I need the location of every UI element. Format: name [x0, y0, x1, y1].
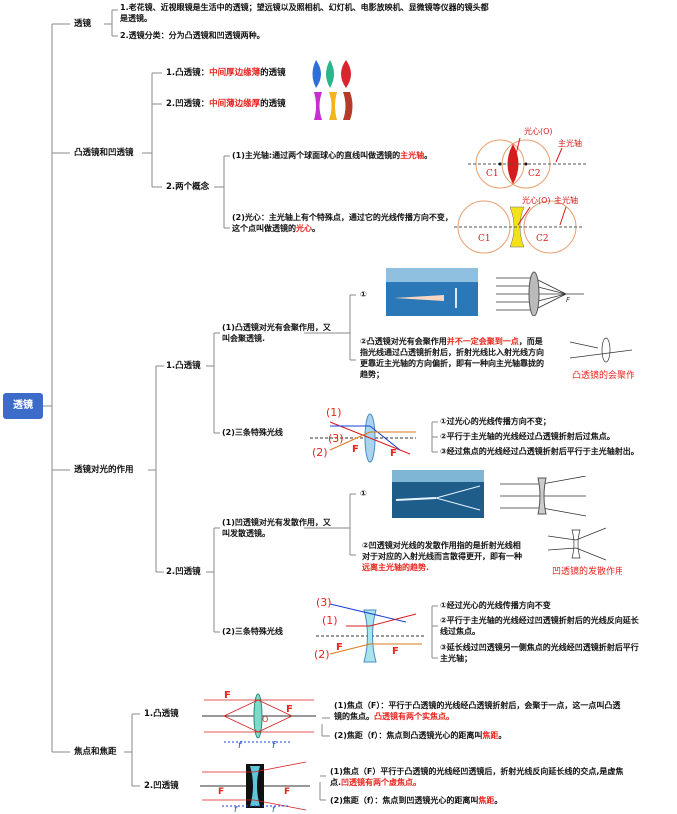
- node-two-concepts[interactable]: 2.两个概念: [166, 182, 210, 192]
- jd-fl-right: f: [272, 741, 277, 748]
- convex-photo-figure: [386, 268, 478, 316]
- jd-ao-f-left: F: [218, 787, 224, 797]
- fig2-optical-center-label: 光心(O): [522, 195, 551, 205]
- node-dgzy-tu[interactable]: 1.凸透镜: [166, 361, 201, 371]
- convex-concept-figure: C1 C2 光心(O) 主光轴: [468, 126, 586, 189]
- concave-diverge-sketch: 凹透镜的发散作用: [547, 527, 622, 577]
- leaf-tj-1: 1.老花镜、近视眼镜是生活中的透镜；望远镜以及照相机、幻灯机、电影放映机、显微镜…: [120, 3, 489, 23]
- focus-left-label: F: [352, 444, 359, 455]
- convex-three-rays-figure: (1) (3) (2) F F: [310, 406, 416, 463]
- fig-c2-label: C2: [528, 169, 541, 179]
- node-tu-three-rays[interactable]: (2)三条特殊光线: [222, 428, 283, 437]
- root-node[interactable]: 透镜: [3, 393, 43, 419]
- convex-converge-sketch: 凸透镜的会聚作用: [569, 337, 634, 381]
- concave-photo-figure: [392, 470, 484, 518]
- leaf-ao-diverge-1: ①: [360, 489, 367, 498]
- fig-f-label: F: [566, 296, 571, 304]
- node-tdtj-ao: 2.凹透镜：中间薄边缘厚的透镜: [166, 99, 286, 109]
- fig2-c1-label: C1: [478, 234, 491, 244]
- jd-f-right: F: [286, 704, 293, 715]
- jd-fl-left: f: [238, 741, 243, 748]
- concave-focus-figure: F F f f: [200, 761, 310, 814]
- convex-lens-shapes-icon: [312, 60, 351, 88]
- node-dgzy-ao[interactable]: 2.凹透镜: [166, 567, 201, 577]
- leaf-ao-ray-3: ③延长线过凹透镜另一侧焦点的光线经凹透镜折射后平行主光轴；: [440, 643, 639, 663]
- concave-diverge-caption: 凹透镜的发散作用: [552, 565, 622, 577]
- fig2-main-axis-label: 主光轴: [554, 195, 578, 205]
- ao-ray-label-3: (3): [316, 596, 332, 609]
- jd-o-label: O: [262, 715, 268, 724]
- node-jdjj-tu[interactable]: 1.凸透镜: [144, 709, 179, 719]
- concave-diverge-rays-figure: [500, 476, 587, 517]
- ray-label-3: (3): [328, 432, 344, 445]
- convex-converge-caption: 凸透镜的会聚作用: [572, 369, 634, 381]
- leaf-jd-ao-1: (1)焦点（F）平行于凸透镜的光线经凹透镜后，折射光线反向延长线的交点,是虚焦点…: [330, 767, 624, 787]
- leaf-ao-diverge-2: ②凹透镜对光线的发散作用指的是折射光线相对于对应的入射光线而言散得更开，即有一种…: [362, 541, 522, 572]
- leaf-jd-tu-1: (1)焦点（F）：平行于凸透镜的光线经凸透镜折射后，会聚于一点，这一点叫凸透镜的…: [334, 701, 621, 721]
- leaf-tu-ray-2: ②平行于主光轴的光线经过凸透镜折射后过焦点。: [440, 432, 615, 441]
- concave-lens-shapes-icon: [314, 92, 353, 120]
- leaf-tj-2: 2.透镜分类：分为凸透镜和凹透镜两种。: [120, 31, 265, 40]
- node-tdtj[interactable]: 凸透镜和凹透镜: [74, 148, 134, 158]
- convex-converge-rays-figure: F: [496, 271, 584, 316]
- fig2-c2-label: C2: [536, 234, 549, 244]
- leaf-ao-ray-2: ②平行于主光轴的光线经过凹透镜折射后的光线反向延长线过焦点。: [440, 616, 639, 636]
- ray-label-2: (2): [312, 446, 328, 459]
- ao-ray-label-2: (2): [314, 648, 330, 661]
- node-dgzy[interactable]: 透镜对光的作用: [74, 465, 134, 475]
- fig-main-axis-label: 主光轴: [558, 138, 582, 148]
- jd-ao-f-right: F: [284, 787, 290, 797]
- node-ao-diverge[interactable]: (1)凹透镜对光有发散作用，又叫发散透镜。: [222, 518, 331, 538]
- convex-focus-figure: F F O f f: [202, 690, 316, 748]
- node-jdjj[interactable]: 焦点和焦距: [74, 747, 117, 757]
- ao-ray-label-1: (1): [322, 614, 338, 627]
- node-ao-three-rays[interactable]: (2)三条特殊光线: [222, 627, 283, 636]
- fig-c1-label: C1: [486, 169, 499, 179]
- leaf-tu-ray-1: ①过光心的光线传播方向不变；: [440, 417, 551, 426]
- node-jdjj-ao[interactable]: 2.凹透镜: [144, 781, 179, 791]
- jd-ao-fl-right: f: [272, 805, 276, 814]
- node-tdtj-tu: 1.凸透镜：中间厚边缘薄的透镜: [166, 68, 286, 78]
- focus-right-label: F: [390, 448, 397, 459]
- ao-focus-right-label: F: [392, 646, 399, 657]
- ao-focus-left-label: F: [336, 642, 343, 653]
- leaf-jd-ao-2: (2)焦距（f）：焦点到凹透镜光心的距离叫焦距。: [330, 796, 503, 805]
- ray-label-1: (1): [326, 406, 342, 419]
- node-tj[interactable]: 透镜: [74, 19, 92, 29]
- leaf-jd-tu-2: (2)焦距（f）：焦点到凸透镜光心的距离叫焦距。: [334, 731, 507, 740]
- leaf-ao-ray-1: ①经过光心的光线传播方向不变: [440, 601, 551, 610]
- jd-ao-fl-left: f: [234, 805, 238, 814]
- leaf-tu-ray-3: ③经过焦点的光线经过凸透镜折射后平行于主光轴射出。: [440, 447, 639, 456]
- jd-f-left: F: [224, 690, 231, 701]
- leaf-optical-center: (2)光心：主光轴上有个特殊点，通过它的光线传播方向不变，这个点叫做透镜的光心。: [232, 213, 453, 233]
- leaf-tu-converge-2: ②凸透镜对光有会聚作用并不一定会聚到一点，而是指光线通过凸透镜折射后，折射光线比…: [360, 337, 544, 379]
- fig-optical-center-label: 光心(O): [524, 126, 553, 136]
- leaf-tu-converge-1: ①: [360, 290, 367, 299]
- concave-concept-figure: C1 C2 光心(O) 主光轴: [454, 195, 584, 254]
- node-tu-converge[interactable]: (1)凸透镜对光有会聚作用，又叫会聚透镜.: [222, 323, 331, 343]
- concave-three-rays-figure: (3) (1) (2) F F: [314, 596, 424, 663]
- leaf-main-axis: (1)主光轴:通过两个球面球心的直线叫做透镜的主光轴。: [232, 151, 433, 160]
